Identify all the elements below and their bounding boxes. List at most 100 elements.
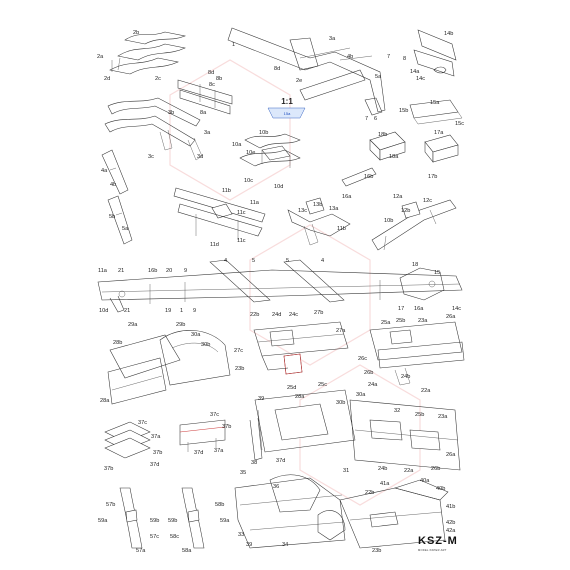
part-label: 3b xyxy=(168,110,174,116)
part-label: 26b xyxy=(364,370,373,376)
part-label: 59a xyxy=(98,518,108,524)
part-label: 23b xyxy=(235,366,244,372)
part-label: 24d xyxy=(272,312,281,318)
part-label: 57b xyxy=(106,502,115,508)
part-label: 24b xyxy=(401,374,410,380)
part-label: 5a xyxy=(122,226,129,232)
part-label: 10e xyxy=(246,150,255,156)
part-label: 25a xyxy=(381,320,391,326)
part-11-crossmember xyxy=(173,187,266,240)
part-label: 16b xyxy=(364,174,373,180)
part-label: 29b xyxy=(176,322,185,328)
part-label: 23b xyxy=(372,548,381,554)
part-57-59-strip-left xyxy=(119,487,143,549)
part-3-brace xyxy=(104,97,203,161)
part-label: 13a xyxy=(329,206,339,212)
part-label: 2b xyxy=(133,30,139,36)
part-label: 26a xyxy=(446,452,456,458)
part-label: 13b xyxy=(313,202,322,208)
part-label: 3c xyxy=(148,154,154,160)
part-label: 19 xyxy=(165,308,171,314)
part-label: 11a xyxy=(98,268,108,274)
part-label: 14c xyxy=(452,306,461,312)
part-label: 12a xyxy=(393,194,403,200)
part-label: 22a xyxy=(404,468,414,474)
part-22-27-floor xyxy=(253,321,349,375)
part-label: 27c xyxy=(234,348,243,354)
part-label: 11b xyxy=(337,226,346,232)
part-label: 8 xyxy=(403,56,406,62)
part-label: 37d xyxy=(150,462,159,468)
part-label: 40a xyxy=(420,478,430,484)
part-label: 11d xyxy=(210,242,219,248)
brand-tagline: MODEL PAPER ART xyxy=(418,548,447,552)
part-label: 14b xyxy=(444,31,453,37)
part-22-32-floor xyxy=(349,399,461,471)
part-label: 30b xyxy=(201,342,210,348)
part-label: 10b xyxy=(259,130,268,136)
scale-part-tag: 15a xyxy=(284,111,291,116)
part-label: 1 xyxy=(232,42,235,48)
part-label: 27b xyxy=(314,310,323,316)
part-label: 33 xyxy=(238,532,244,538)
part-label: 59a xyxy=(220,518,230,524)
part-label: 24b xyxy=(378,466,387,472)
part-label: 2e xyxy=(296,78,302,84)
part-label: 10a xyxy=(232,142,242,148)
part-label: 37c xyxy=(210,412,219,418)
part-label: 16a xyxy=(342,194,352,200)
part-label: 37b xyxy=(222,424,231,430)
part-2-crossmember xyxy=(109,31,186,75)
part-33-36-body xyxy=(234,474,346,549)
part-label: 6 xyxy=(374,116,377,122)
part-label: 15 xyxy=(434,270,440,276)
part-label: 32 xyxy=(394,408,400,414)
part-label: 28a xyxy=(100,398,110,404)
part-label: 17b xyxy=(428,174,437,180)
part-label: 7 xyxy=(365,116,368,122)
part-16-strip xyxy=(341,167,377,187)
part-label: 15c xyxy=(455,121,464,127)
part-label: 23a xyxy=(438,414,448,420)
part-12-bracket xyxy=(371,199,457,251)
part-13-bracket xyxy=(287,197,351,246)
part-label: 1 xyxy=(180,308,183,314)
part-label: 26c xyxy=(358,356,367,362)
part-29-30-fender xyxy=(159,330,231,386)
part-label: 42b xyxy=(446,520,455,526)
part-label: 42a xyxy=(446,528,456,534)
part-label: 34 xyxy=(282,542,288,548)
part-label: 37b xyxy=(153,450,162,456)
part-label: 11b xyxy=(222,188,231,194)
part-15-crossbar xyxy=(409,99,463,125)
part-label: 37b xyxy=(104,466,113,472)
part-label: 4b xyxy=(347,54,353,60)
part-label: 21 xyxy=(118,268,124,274)
part-label: 4a xyxy=(101,168,108,174)
part-label: 5b xyxy=(109,214,115,220)
part-label: 14c xyxy=(416,76,425,82)
scale-badge: 1:1 15a xyxy=(267,97,306,119)
part-label: 4b xyxy=(110,182,116,188)
part-label: 41b xyxy=(446,504,455,510)
brand-logo-text: KSZ-M xyxy=(418,535,458,547)
part-label: 11c xyxy=(237,238,246,244)
part-label: 39 xyxy=(258,396,264,402)
part-label: 8c xyxy=(209,82,215,88)
part-10-box xyxy=(239,133,301,168)
part-label: 18 xyxy=(412,262,418,268)
part-label: 12c xyxy=(423,198,432,204)
part-label: 23a xyxy=(418,318,428,324)
part-label: 28b xyxy=(113,340,122,346)
part-label: 24a xyxy=(368,382,378,388)
part-label: 3d xyxy=(197,154,203,160)
part-label: 16b xyxy=(148,268,157,274)
part-label: 10d xyxy=(274,184,283,190)
part-label: 8a xyxy=(200,110,207,116)
part-58-59-strip-right xyxy=(181,487,205,549)
part-label: 24c xyxy=(289,312,298,318)
part-label: 37a xyxy=(214,448,224,454)
part-label: 17 xyxy=(398,306,404,312)
part-18-block xyxy=(369,131,406,161)
part-28-39-tub xyxy=(249,389,356,461)
